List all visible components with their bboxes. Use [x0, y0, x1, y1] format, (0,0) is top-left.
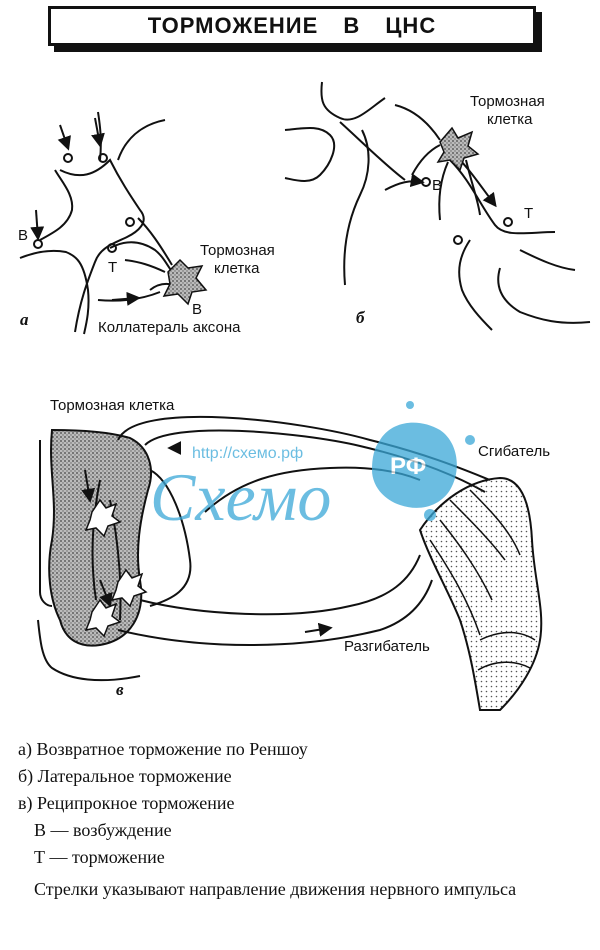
panel-c-spinal-cord: [37, 428, 152, 682]
panel-b-label-v: В: [432, 177, 442, 194]
panel-a-inhibitory-cell: [162, 258, 208, 306]
watermark: http://схемо.рф Схемо РФ: [150, 401, 475, 535]
legend: а) Возвратное торможение по Реншоу б) Ла…: [18, 736, 588, 901]
panel-b-inhibitory-label-1: Тормозная: [470, 93, 545, 110]
panel-a-label-v-cell: В: [192, 301, 202, 318]
inhibition-diagram: Тормозная клетка В Т В Коллатераль аксон…: [18, 81, 591, 711]
panel-b-letter: б: [356, 308, 366, 327]
panel-a-collateral-label: Коллатераль аксона: [98, 319, 241, 336]
panel-b-label-t: Т: [524, 205, 533, 222]
page-title: ТОРМОЖЕНИЕ В ЦНС: [147, 13, 437, 38]
watermark-url: http://схемо.рф: [192, 445, 303, 462]
panel-a-label-v-left: В: [18, 227, 28, 244]
panel-a-letter: а: [20, 310, 29, 329]
legend-note: Стрелки указывают направление движения н…: [34, 879, 517, 899]
panel-c-motor-neurons: [84, 498, 148, 638]
panel-c-letter: в: [116, 680, 124, 699]
panel-b-inhibitory-label-2: клетка: [487, 111, 533, 128]
panel-c-flexor-label: Сгибатель: [478, 443, 550, 460]
legend-b: б) Латеральное торможение: [18, 766, 232, 786]
watermark-badge: РФ: [390, 453, 426, 480]
legend-c: в) Реципрокное торможение: [18, 793, 235, 813]
panel-c-extensor-label: Разгибатель: [344, 638, 430, 655]
watermark-word: Схемо: [150, 459, 331, 535]
watermark-blob-icon: [372, 422, 457, 508]
legend-t: Т — торможение: [34, 847, 165, 867]
panel-c-leg: [418, 476, 543, 711]
panel-a-drawing: [19, 111, 186, 335]
panel-a-inhibitory-label-1: Тормозная: [200, 242, 275, 259]
panel-b-inhibitory-cell: [436, 126, 480, 172]
legend-a: а) Возвратное торможение по Реншоу: [18, 739, 308, 759]
panel-a-inhibitory-label-2: клетка: [214, 260, 260, 277]
panel-c-inhibitory-label: Тормозная клетка: [50, 397, 175, 414]
title-box: ТОРМОЖЕНИЕ В ЦНС: [48, 6, 536, 46]
panel-a-label-t: Т: [108, 259, 117, 276]
legend-v: В — возбуждение: [34, 820, 172, 840]
panel-b-drawing: [284, 81, 591, 331]
